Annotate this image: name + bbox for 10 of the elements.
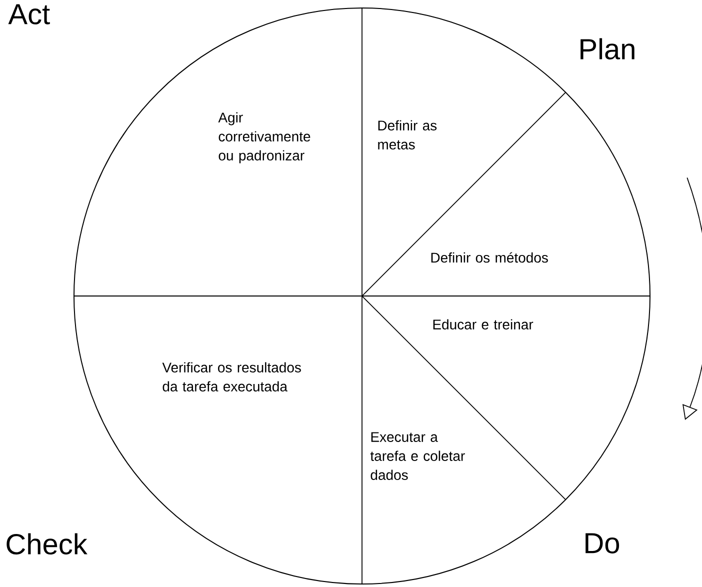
segment-text: Agir corretivamente ou padronizar (218, 112, 310, 164)
phase-label: Check (6, 533, 88, 554)
phase-label: Act (8, 4, 50, 24)
segment-text: Verificar os resultados da tarefa executada (162, 362, 301, 392)
segment-text: Definir os métodos (431, 252, 548, 263)
phase-label: Do (586, 533, 620, 554)
segment-text: Definir as metas (378, 120, 437, 150)
segment-text: Executar a tarefa e coletar dados (370, 432, 465, 480)
segment-text: Educar e treinar (433, 319, 534, 330)
phase-label: Plan (580, 38, 634, 60)
